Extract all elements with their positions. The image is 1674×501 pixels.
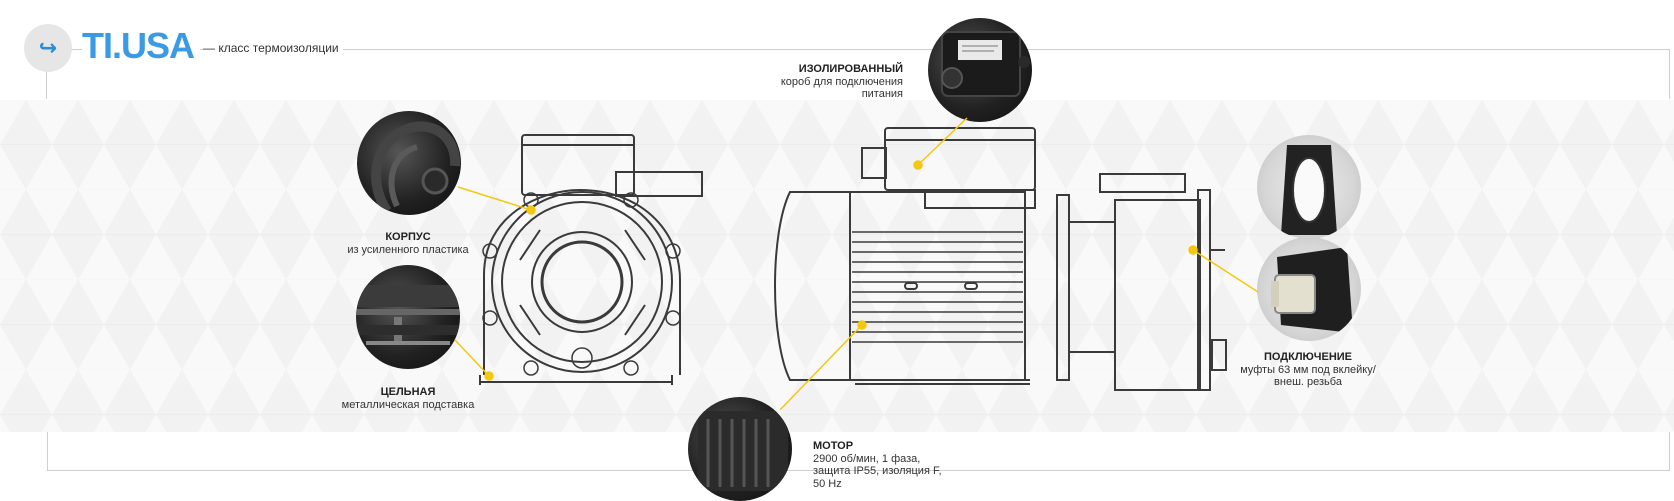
callout-connection-line2: внеш. резьба — [1274, 376, 1342, 388]
frame-top-line — [46, 49, 1670, 50]
logo-subtitle: — класс термоизоляции — [203, 41, 343, 55]
callout-junction-box: ИЗОЛИРОВАННЫЙ короб для подключения пита… — [760, 63, 903, 101]
callout-connection-line1: муфты 63 мм под вклейку/ — [1240, 363, 1376, 376]
callout-motor: МОТОР 2900 об/мин, 1 фаза, защита IP55, … — [813, 440, 963, 490]
coupling-photo — [1257, 237, 1361, 341]
callout-stand-text: металлическая подставка — [341, 398, 475, 411]
callout-stand-title: ЦЕЛЬНАЯ — [380, 386, 436, 398]
pattern-background — [0, 100, 1674, 432]
flange-photo — [1257, 135, 1361, 239]
stand-photo — [356, 265, 460, 369]
callout-connection: ПОДКЛЮЧЕНИЕ муфты 63 мм под вклейку/ вне… — [1232, 351, 1384, 389]
callout-housing: КОРПУС из усиленного пластика — [330, 231, 486, 256]
callout-connection-title: ПОДКЛЮЧЕНИЕ — [1263, 351, 1353, 363]
housing-photo — [357, 111, 461, 215]
frame-left-bottom-line — [47, 430, 48, 471]
frame-right-line — [1669, 49, 1670, 99]
logo-badge[interactable]: ↪ — [24, 24, 72, 72]
callout-motor-title: МОТОР — [813, 440, 854, 452]
logo-text[interactable]: TI.USA — [82, 25, 201, 67]
frame-left-line — [46, 49, 47, 99]
callout-housing-text: из усиленного пластика — [347, 243, 469, 256]
pump-line-drawing — [454, 117, 1259, 411]
callout-motor-line2: защита IP55, изоляция F, — [813, 465, 942, 477]
callout-stand: ЦЕЛЬНАЯ металлическая подставка — [332, 386, 484, 411]
callout-box-line1: короб для подключения — [780, 75, 903, 88]
motor-photo — [688, 397, 792, 501]
frame-bottom-line — [47, 470, 1669, 471]
callout-box-title: ИЗОЛИРОВАННЫЙ — [798, 63, 903, 75]
junction-box-photo — [928, 18, 1032, 122]
callout-box-line2: питания — [861, 88, 903, 100]
callout-housing-title: КОРПУС — [385, 231, 431, 243]
frame-right-bottom-line — [1669, 430, 1670, 471]
return-arrow-icon: ↪ — [38, 35, 58, 60]
callout-motor-line3: 50 Hz — [813, 477, 842, 490]
callout-motor-line1: 2900 об/мин, 1 фаза, — [813, 452, 921, 465]
